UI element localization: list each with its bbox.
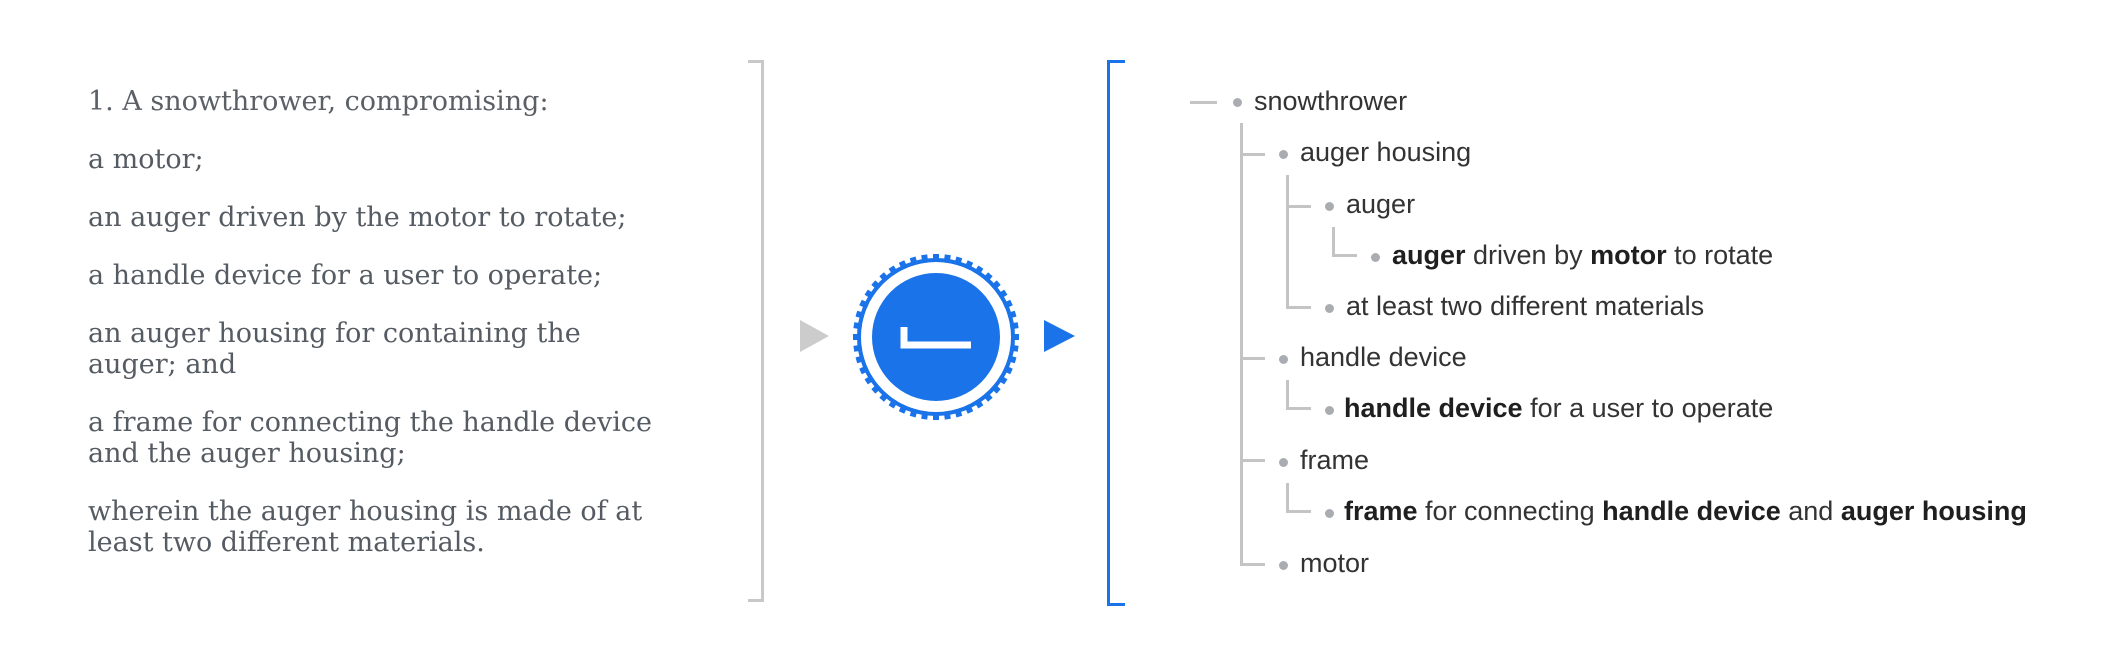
tree-connector	[1240, 153, 1265, 156]
tree-node-frame: frame	[1300, 445, 1370, 475]
input-bracket	[748, 60, 764, 602]
tree-node-auger-housing: auger housing	[1300, 137, 1472, 167]
claim-text: 1. A snowthrower, compromising: a motor;…	[88, 86, 708, 585]
tree-connector	[1286, 483, 1289, 513]
tree-node-auger: auger	[1346, 189, 1416, 219]
claim-paragraph: an auger driven by the motor to rotate;	[88, 202, 627, 233]
tree-connector	[1286, 407, 1311, 410]
claim-paragraph: 1. A snowthrower, compromising:	[88, 86, 549, 117]
bullet-icon	[1371, 253, 1380, 262]
claim-paragraph: wherein the auger housing is made of at …	[88, 496, 643, 558]
tree-connector	[1240, 563, 1265, 566]
tree-connector	[1240, 459, 1265, 462]
claim-paragraph: a frame for connecting the handle device…	[88, 407, 652, 469]
bullet-icon	[1233, 98, 1242, 107]
tree-connector	[1240, 357, 1265, 360]
claim-paragraph: a motor;	[88, 144, 204, 175]
tree-node-materials: at least two different materials	[1346, 291, 1705, 321]
input-arrow-icon	[800, 320, 829, 352]
gear-icon	[853, 254, 1019, 420]
claim-tree: snowthrower auger housing auger auger dr…	[1190, 0, 2070, 667]
bullet-icon	[1279, 458, 1288, 467]
tree-node-handle-desc: handle device for a user to operate	[1344, 393, 1774, 423]
tree-connector	[1190, 101, 1217, 104]
bullet-icon	[1325, 202, 1334, 211]
output-bracket	[1107, 60, 1125, 606]
bullet-icon	[1279, 355, 1288, 364]
tree-connector	[1332, 227, 1335, 257]
claim-paragraph: a handle device for a user to operate;	[88, 260, 603, 291]
bullet-icon	[1325, 304, 1334, 313]
tree-connector	[1286, 175, 1289, 309]
tree-connector	[1286, 205, 1311, 208]
tree-node-auger-desc: auger driven by motor to rotate	[1392, 240, 1774, 270]
bullet-icon	[1325, 509, 1334, 518]
bullet-icon	[1279, 150, 1288, 159]
tree-connector	[1240, 123, 1243, 566]
claim-paragraph: an auger housing for containing the auge…	[88, 318, 581, 380]
output-arrow-icon	[1044, 320, 1075, 352]
tree-node-motor: motor	[1300, 548, 1370, 578]
tree-connector	[1286, 510, 1311, 513]
tree-node-handle-device: handle device	[1300, 342, 1467, 372]
tree-connector	[1286, 380, 1289, 410]
tree-node-snowthrower: snowthrower	[1254, 86, 1408, 116]
bullet-icon	[1325, 406, 1334, 415]
tree-connector	[1332, 254, 1357, 257]
bullet-icon	[1279, 561, 1288, 570]
tree-node-frame-desc: frame for connecting handle device and a…	[1344, 496, 2027, 526]
tree-connector	[1286, 306, 1311, 309]
